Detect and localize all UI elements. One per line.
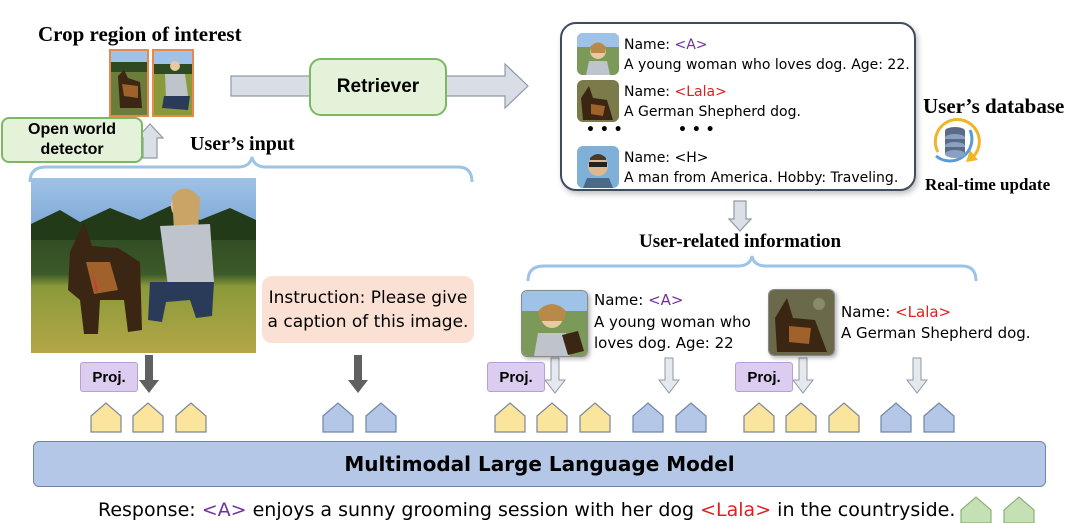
down-arrow-a-image [543, 357, 567, 394]
db-entry-h-desc: A man from America. Hobby: Traveling. [624, 170, 899, 186]
mllm-label: Multimodal Large Language Model [344, 452, 735, 476]
retriever-box: Retriever [309, 58, 447, 116]
retrieved-lala-desc: A German Shepherd dog. [841, 324, 1031, 342]
down-arrow-lala-text [905, 357, 929, 394]
db-entry-lala-name: Name: <Lala> [624, 84, 727, 100]
proj-a: Proj. [487, 362, 545, 392]
proj-lala: Proj. [735, 362, 793, 392]
down-arrow-lala-image [791, 357, 815, 394]
down-arrow-a-text [657, 357, 681, 394]
arrow-to-database [444, 62, 529, 110]
db-entry-a-photo [577, 33, 619, 75]
arrow-to-retriever [230, 75, 312, 97]
db-entry-h-name: Name: <H> [624, 150, 709, 166]
crop-dog-photo [109, 49, 149, 117]
db-entry-h-photo [577, 146, 619, 188]
user-database-card: Name: <A> A young woman who loves dog. A… [560, 22, 916, 191]
down-arrow-image [139, 355, 159, 393]
lala-text-tokens [880, 402, 955, 433]
retrieved-a-name: Name: <A> [594, 291, 684, 309]
instruction-tokens [322, 402, 397, 433]
retrieved-lala-name: Name: <Lala> [841, 303, 952, 321]
mllm-box: Multimodal Large Language Model [33, 441, 1046, 487]
open-world-detector-box: Open world detector [1, 117, 143, 163]
users-database-label: User’s database [923, 94, 1065, 118]
image-tokens [90, 402, 207, 433]
instruction-box: Instruction: Please give a caption of th… [262, 276, 474, 343]
retrieved-a-photo [521, 290, 588, 357]
down-arrow-info [727, 200, 753, 232]
lala-image-tokens [743, 402, 860, 433]
db-entry-lala-desc: A German Shepherd dog. [624, 104, 801, 120]
input-photo [31, 178, 256, 353]
db-entry-lala-photo [577, 80, 619, 122]
a-image-tokens [494, 402, 611, 433]
output-tokens [960, 496, 1035, 523]
detector-label: Open world detector [28, 121, 116, 158]
user-info-brace [526, 255, 978, 282]
token-row [90, 402, 1035, 523]
crop-title: Crop region of interest [38, 22, 242, 46]
a-text-tokens [632, 402, 707, 433]
retriever-label: Retriever [336, 76, 420, 97]
db-ellipsis-right: • • • [678, 122, 715, 138]
crop-woman-photo [152, 49, 194, 117]
response-text: Response: <A> enjoys a sunny grooming se… [98, 499, 956, 521]
retrieved-a-desc-line2: loves dog. Age: 22 [594, 334, 734, 352]
retrieved-a-desc-line1: A young woman who [594, 313, 751, 331]
users-input-label: User’s input [190, 133, 295, 155]
proj-image: Proj. [80, 362, 138, 392]
retrieved-lala-photo [768, 289, 835, 356]
db-entry-a-name: Name: <A> [624, 37, 708, 53]
database-icon [933, 118, 981, 163]
down-arrow-instruction [348, 355, 368, 393]
instruction-text: Instruction: Please give a caption of th… [267, 287, 469, 332]
users-input-brace [28, 156, 474, 183]
user-related-info-label: User-related information [639, 231, 842, 252]
db-ellipsis-left: • • • [586, 122, 623, 138]
db-entry-a-desc: A young woman who loves dog. Age: 22. [624, 57, 910, 73]
realtime-update-label: Real-time update [925, 175, 1051, 194]
